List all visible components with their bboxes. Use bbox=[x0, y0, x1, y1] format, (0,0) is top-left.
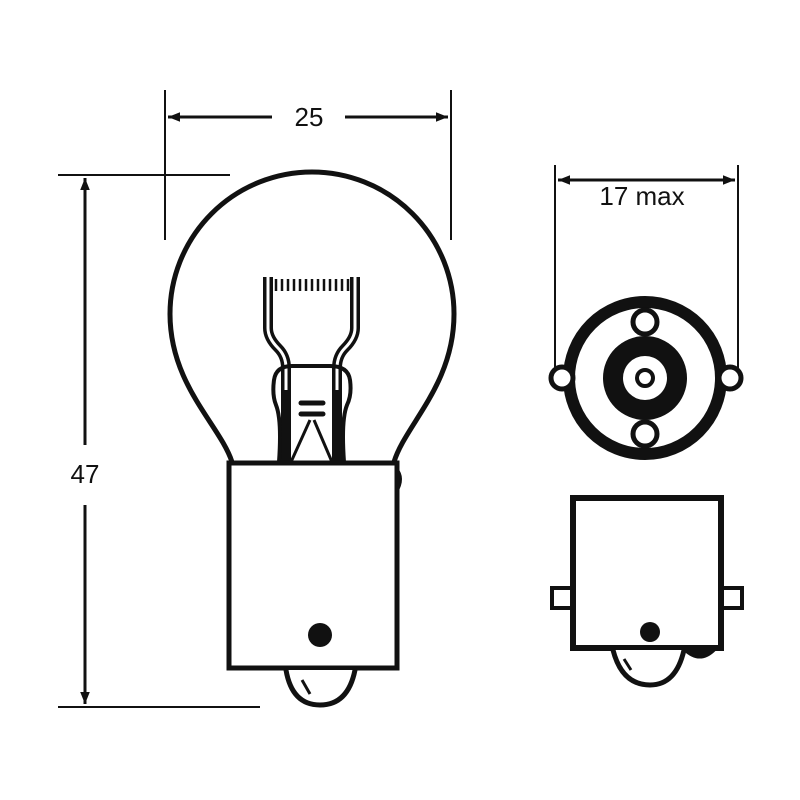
base-end-view bbox=[548, 296, 744, 460]
lobe-bottom bbox=[630, 419, 660, 449]
base-side-view bbox=[550, 495, 744, 688]
base-width-dimension bbox=[554, 165, 739, 370]
contact-tip bbox=[283, 669, 358, 708]
width-dimension bbox=[164, 90, 452, 240]
filament-coil bbox=[274, 279, 350, 291]
glass-envelope bbox=[167, 169, 457, 463]
base-width-label: 17 max bbox=[599, 181, 684, 211]
lobe-right bbox=[716, 364, 744, 392]
bayonet-pin bbox=[308, 623, 332, 647]
base-pin-bump bbox=[396, 466, 402, 495]
lobe-top bbox=[630, 307, 660, 337]
width-label: 25 bbox=[295, 102, 324, 132]
glass-stem bbox=[271, 364, 353, 463]
bulb-side-view bbox=[167, 169, 457, 708]
filament-supports bbox=[263, 277, 360, 462]
height-dimension bbox=[58, 174, 260, 708]
lobe-left bbox=[548, 364, 576, 392]
height-label: 47 bbox=[71, 459, 100, 489]
